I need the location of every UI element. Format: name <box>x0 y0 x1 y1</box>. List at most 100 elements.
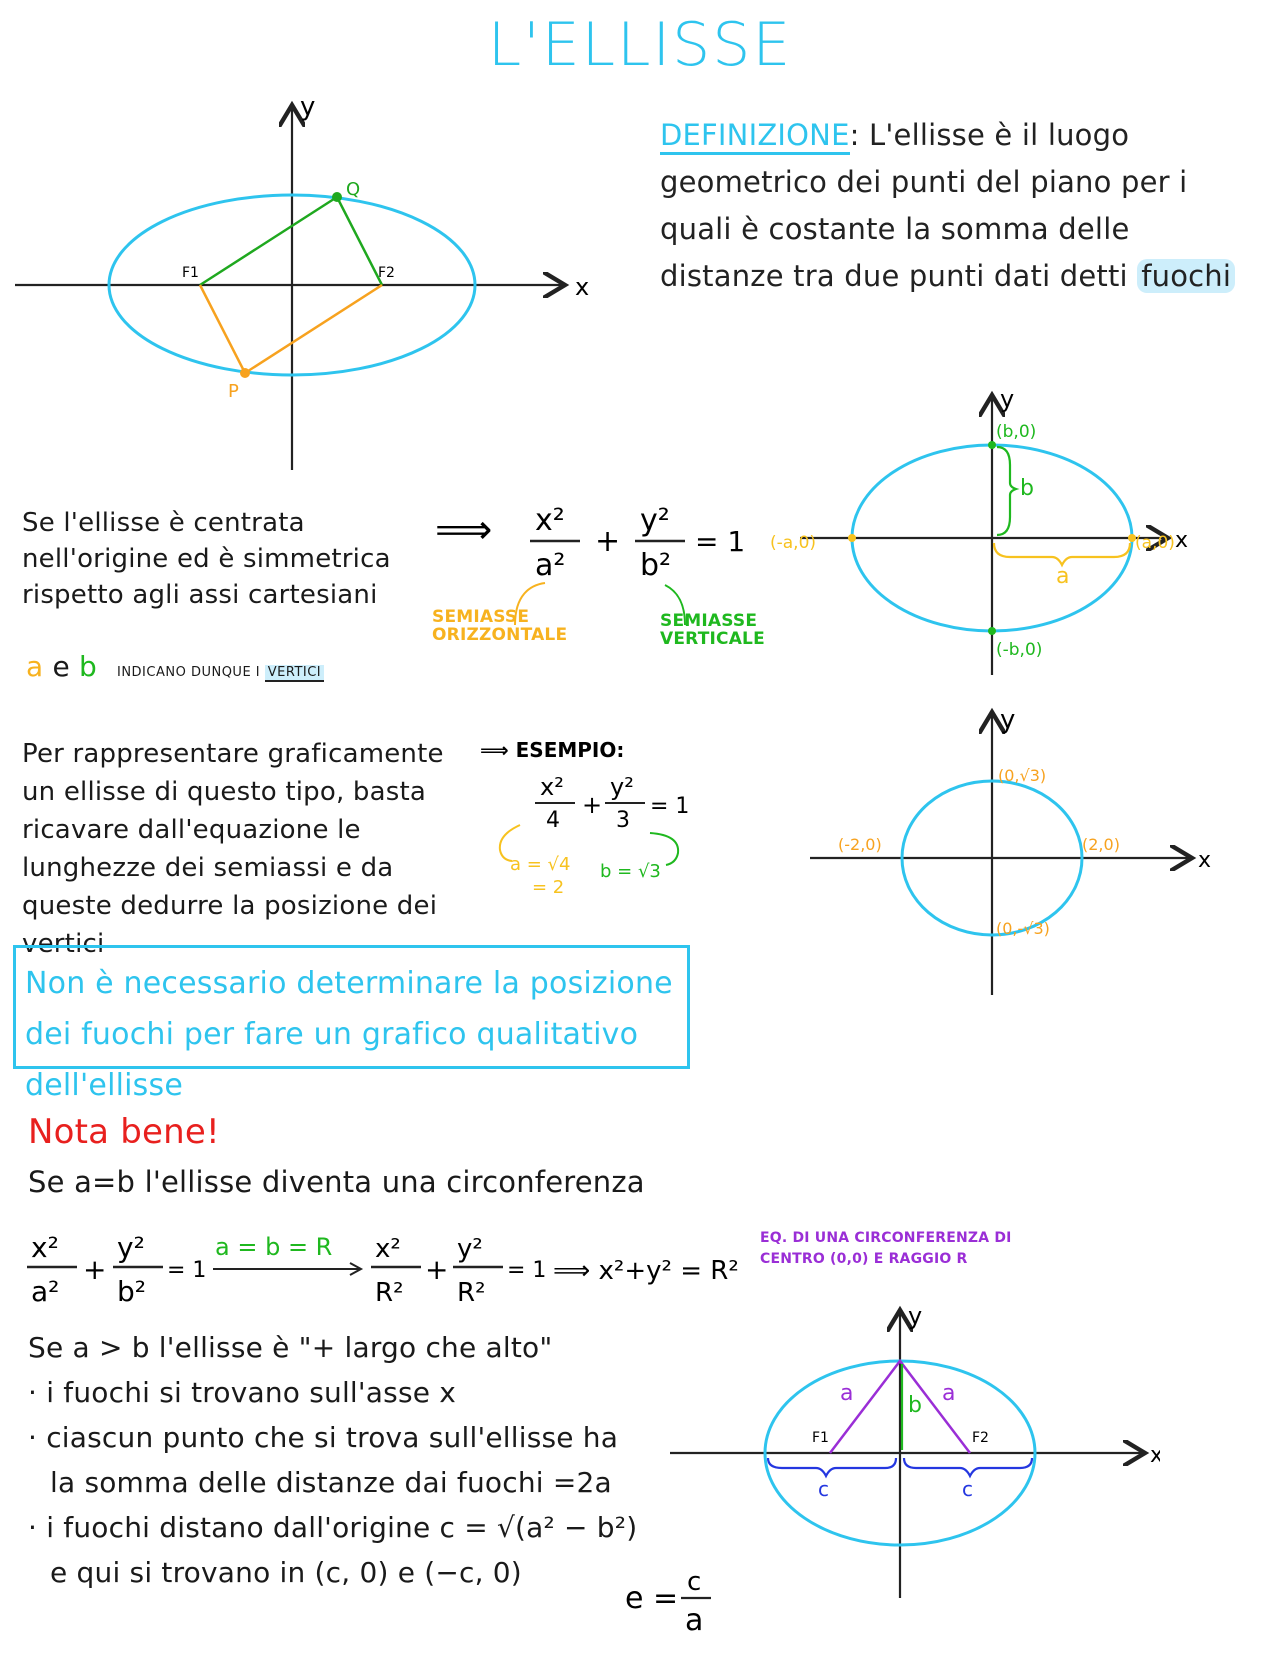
ellipse-foci-diagram: y x F1 F2 Q P <box>15 92 589 470</box>
definition: DEFINIZIONE: L'ellisse è il luogo geomet… <box>660 112 1260 300</box>
eq-mid-x2: x² <box>375 1234 401 1264</box>
definition-label: DEFINIZIONE <box>660 118 850 155</box>
equals-one: = 1 <box>695 525 745 558</box>
focus2-label: F2 <box>378 265 395 281</box>
eq-mid-y2: y² <box>457 1234 483 1264</box>
letter-b: b <box>79 650 97 683</box>
ecc-num: c <box>687 1567 701 1597</box>
label-top: (0,√3) <box>998 766 1046 785</box>
example-a-val: a = √4 <box>510 854 570 875</box>
centered-ellipse-text: Se l'ellisse è centrata nell'origine ed … <box>22 508 391 610</box>
condition-arrow-head <box>349 1262 364 1276</box>
foci-distance-diagram: y x F1 F2 a a b c c <box>670 1302 1160 1598</box>
example-plus: + <box>582 791 602 819</box>
eq-mid-plus: + <box>425 1253 448 1286</box>
eq-mid-eq: = 1 <box>507 1258 546 1283</box>
semiaxis-horizontal: SEMIASSE ORIZZONTALE <box>432 607 568 645</box>
eq-right: ⟹ x²+y² = R² <box>553 1256 739 1286</box>
circle-caption: EQ. DI UNA CIRCONFERENZA DI CENTRO (0,0)… <box>760 1230 1012 1267</box>
eq-mid-r2b: R² <box>457 1278 486 1308</box>
eq-left-eq: = 1 <box>167 1258 206 1283</box>
bullet-item: · i fuochi si trovano sull'asse x <box>28 1376 457 1409</box>
definition-text: L'ellisse è il luogo geometrico dei punt… <box>660 118 1188 293</box>
x-axis-label: x <box>1150 1443 1160 1468</box>
b-brace <box>996 445 1020 537</box>
page-title: L'ELLISSE <box>487 10 793 80</box>
vertex-top <box>988 441 996 449</box>
eccentricity-formula: e = c a <box>625 1567 711 1638</box>
x-axis-label: x <box>1198 848 1211 873</box>
vertex-right <box>1128 534 1136 542</box>
definition-sep: : <box>849 118 860 152</box>
c-brace-right <box>902 1457 1034 1479</box>
q-label: Q <box>346 179 360 200</box>
arrow-a <box>514 582 546 626</box>
y2-numerator: y² <box>640 503 670 538</box>
a-brace <box>992 542 1132 568</box>
example-b-val: b = √3 <box>600 861 661 882</box>
label-left: (-a,0) <box>770 533 816 553</box>
b2-denominator: b² <box>640 548 671 583</box>
example-y2: y² <box>610 773 634 801</box>
c-right-label: c <box>962 1477 973 1501</box>
circle-equation: x² a² + y² b² = 1 a = b = R x² R² + y² R… <box>27 1231 739 1308</box>
example-d1: 4 <box>546 808 560 833</box>
letter-a: a <box>26 650 44 683</box>
y-axis-label: y <box>908 1302 922 1330</box>
x2-numerator: x² <box>535 503 565 538</box>
plus-sign: + <box>595 524 620 559</box>
ellipse <box>107 193 477 377</box>
bullets-intro: Se a > b l'ellisse è "+ largo che alto" <box>28 1331 553 1364</box>
ecc-e: e = <box>625 1581 678 1616</box>
nota-bene-line: Se a=b l'ellisse diventa una circonferen… <box>28 1165 645 1199</box>
focus1-label: F1 <box>182 265 199 281</box>
focus1-label: F1 <box>812 1430 829 1446</box>
conj-e: e <box>43 650 79 683</box>
example-x2: x² <box>540 773 564 801</box>
eq-left-plus: + <box>83 1253 106 1286</box>
label-top: (b,0) <box>996 422 1036 442</box>
x-axis-label: x <box>1175 528 1188 553</box>
vertex-bottom <box>988 627 996 635</box>
semiaxis-vertical: SEMIASSE VERTICALE <box>660 611 765 649</box>
eq-left-y2: y² <box>117 1231 145 1264</box>
bullet-item: e qui si trovano in (c, 0) e (−c, 0) <box>50 1556 522 1589</box>
bullet-item: · ciascun punto che si trova sull'elliss… <box>28 1421 619 1454</box>
standard-equation: ⟹ x² a² + y² b² = 1 <box>435 503 745 626</box>
x-axis-label: x <box>575 273 589 301</box>
label-bottom: (0,-√3) <box>996 919 1050 938</box>
implies-arrow: ⟹ <box>435 507 492 553</box>
label-right: (a,0) <box>1135 533 1175 553</box>
definition-highlight: fuochi <box>1137 259 1236 293</box>
point-p <box>240 368 250 378</box>
example-equation: ⟹ ESEMPIO: x² 4 + y² 3 = 1 a = √4 = 2 b … <box>480 738 689 898</box>
label-left: (-2,0) <box>838 835 882 854</box>
a-right-label: a <box>942 1381 955 1406</box>
eq-left-x2: x² <box>31 1231 59 1264</box>
bullet-item: la somma delle distanze dai fuochi =2a <box>50 1466 612 1499</box>
example-ellipse-diagram: y x (0,√3) (0,-√3) (-2,0) (2,0) <box>810 705 1211 995</box>
note-box-text: Non è necessario determinare la posizion… <box>25 966 673 1103</box>
y-axis-label: y <box>300 92 315 122</box>
vertices-diagram: y x (b,0) (-b,0) (-a,0) (a,0) b a <box>770 385 1188 675</box>
p-label: P <box>228 381 239 402</box>
label-a: a <box>1056 564 1069 589</box>
c-left-label: c <box>818 1477 829 1501</box>
focus2-label: F2 <box>972 1430 989 1446</box>
note-box <box>13 945 690 1069</box>
c-brace-left <box>766 1457 898 1479</box>
arrow-a-val <box>498 824 521 862</box>
y-axis-label: y <box>1000 385 1014 413</box>
a2-denominator: a² <box>535 548 565 583</box>
a-left-label: a <box>840 1381 853 1406</box>
example-label: ⟹ ESEMPIO: <box>480 738 624 762</box>
ellipse <box>900 779 1084 937</box>
b-label: b <box>908 1393 922 1418</box>
example-a-val2: = 2 <box>532 877 564 898</box>
label-right: (2,0) <box>1082 835 1120 854</box>
label-bottom: (-b,0) <box>996 640 1042 660</box>
ecc-den: a <box>685 1603 703 1638</box>
arrow-b <box>664 584 686 626</box>
eq-mid-r2a: R² <box>375 1278 404 1308</box>
y-axis-label: y <box>1000 705 1015 735</box>
